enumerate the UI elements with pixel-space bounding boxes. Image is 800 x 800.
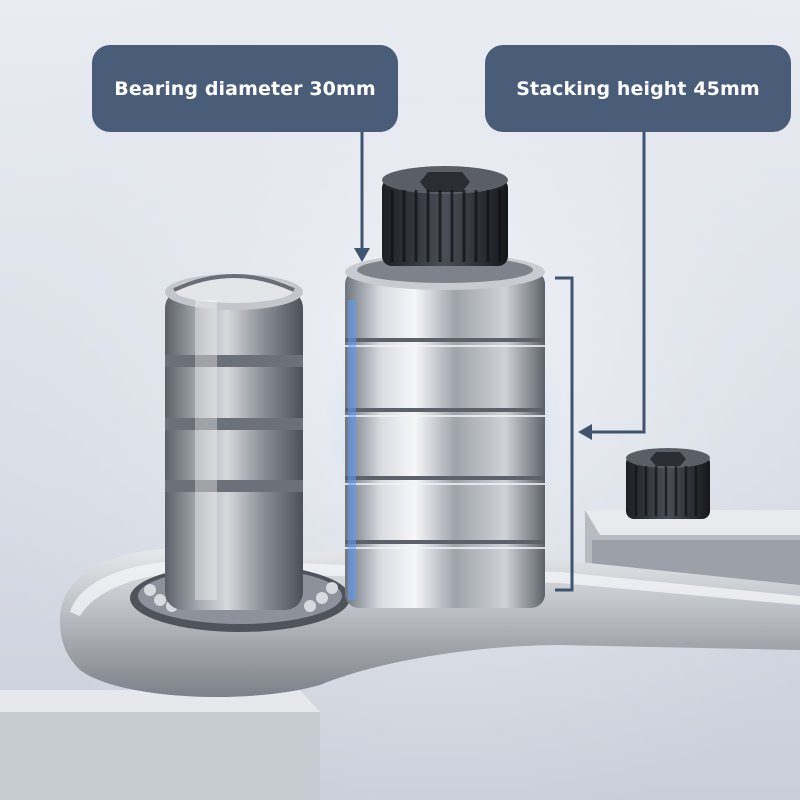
stacking-height-label: Stacking height 45mm [485,45,791,132]
bearing-diameter-text: Bearing diameter 30mm [114,77,376,100]
bearing-stack [325,254,565,608]
grooved-shaft [165,274,303,610]
small-knob [626,448,710,519]
stacking-height-text: Stacking height 45mm [516,77,760,100]
bearing-diameter-leader [354,132,370,262]
bearing-diameter-label: Bearing diameter 30mm [92,45,398,132]
stacking-height-leader [555,132,646,592]
knurled-cap [382,166,508,266]
